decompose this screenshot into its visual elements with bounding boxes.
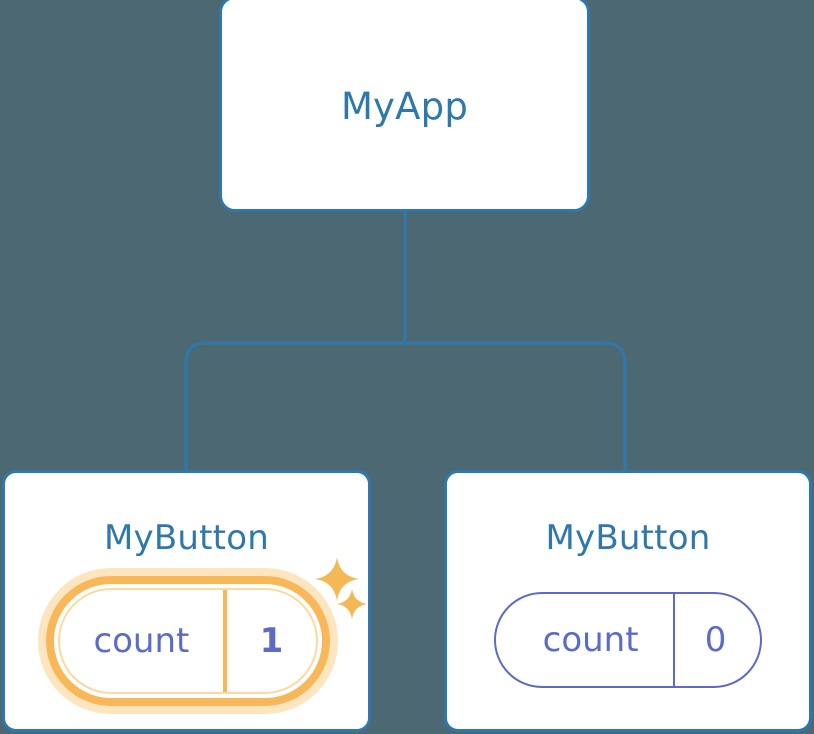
state-pill-key-cell: count: [60, 590, 223, 692]
node-mybutton-left-title: MyButton: [104, 518, 269, 558]
state-pill-highlighted[interactable]: count 1: [58, 588, 318, 694]
state-key-label: count: [93, 621, 190, 661]
node-mybutton-right-title: MyButton: [545, 518, 711, 558]
state-pill-value-cell: 1: [222, 590, 316, 692]
state-pill-plain[interactable]: count 0: [494, 592, 762, 688]
state-pill-value-cell: 0: [673, 594, 760, 686]
node-myapp[interactable]: MyApp: [219, 0, 590, 212]
node-myapp-title: MyApp: [340, 85, 469, 128]
state-key-label: count: [542, 620, 639, 660]
state-value-label: 1: [259, 621, 284, 661]
state-pill-key-cell: count: [496, 594, 673, 686]
state-value-label: 0: [704, 620, 727, 660]
connector-branch-bus: [184, 341, 627, 470]
